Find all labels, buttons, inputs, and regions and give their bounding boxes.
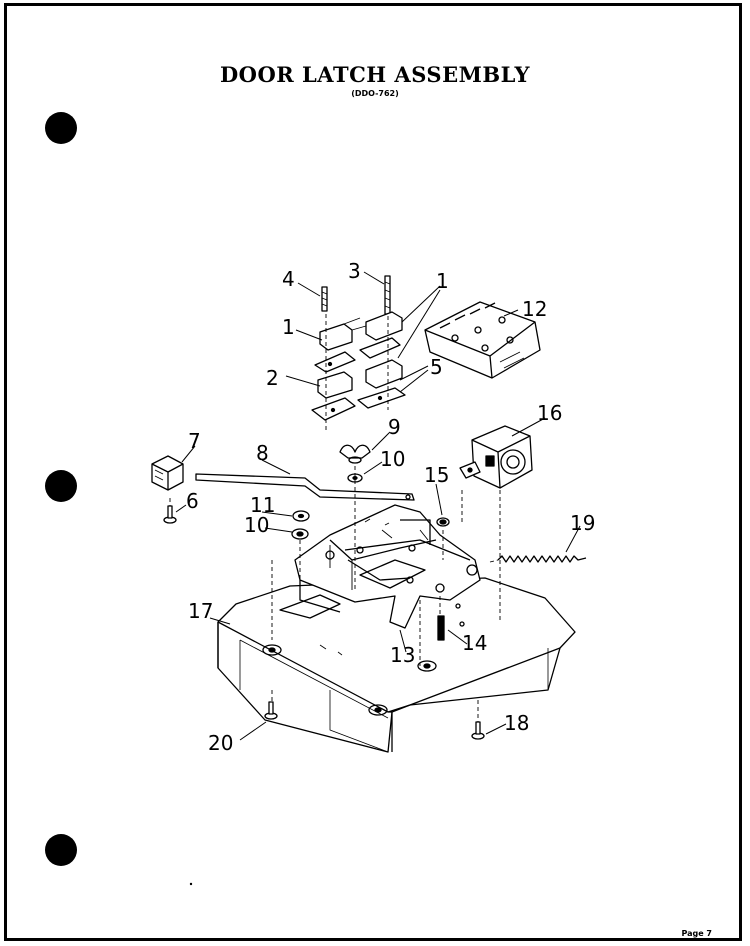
punch-hole-bottom [45, 834, 77, 866]
page-number: Page 7 [681, 929, 712, 938]
callout-1-right: 1 [436, 269, 449, 293]
interlock-block-part [151, 455, 184, 491]
callout-10-bottom: 10 [244, 513, 269, 537]
callout-7: 7 [188, 429, 201, 453]
callout-6: 6 [186, 489, 199, 513]
callout-leaders [175, 271, 581, 741]
callout-1-left: 1 [282, 315, 295, 339]
page-border [4, 3, 742, 941]
callout-13: 13 [390, 643, 415, 667]
assembly-guide-lines [169, 314, 501, 722]
callout-2: 2 [266, 366, 279, 390]
punch-hole-middle [45, 470, 77, 502]
punch-hole-top [45, 112, 77, 144]
spring-part [497, 555, 587, 563]
latch-rod-part [195, 473, 415, 501]
callout-11: 11 [250, 493, 275, 517]
stray-dot [189, 882, 193, 886]
callout-3: 3 [348, 259, 361, 283]
screw-parts [163, 275, 485, 740]
callout-10-top: 10 [380, 447, 405, 471]
callout-14: 14 [462, 631, 487, 655]
micro-switch-parts [311, 311, 406, 421]
callout-4: 4 [282, 267, 295, 291]
callout-19: 19 [570, 511, 595, 535]
latch-bracket-part [279, 504, 481, 629]
callout-9: 9 [388, 415, 401, 439]
callout-12: 12 [522, 297, 547, 321]
page-title: DOOR LATCH ASSEMBLY [219, 62, 531, 87]
solenoid-part [459, 425, 533, 489]
base-plate-part [217, 577, 576, 753]
callout-17: 17 [188, 599, 213, 623]
callout-20: 20 [208, 731, 233, 755]
callout-18: 18 [504, 711, 529, 735]
callout-5: 5 [430, 355, 443, 379]
model-number: (DDO-762) [351, 89, 399, 98]
callout-15: 15 [424, 463, 449, 487]
callout-16: 16 [537, 401, 562, 425]
terminal-block-part [424, 301, 541, 379]
callout-8: 8 [256, 441, 269, 465]
wing-nut-part [339, 444, 371, 464]
